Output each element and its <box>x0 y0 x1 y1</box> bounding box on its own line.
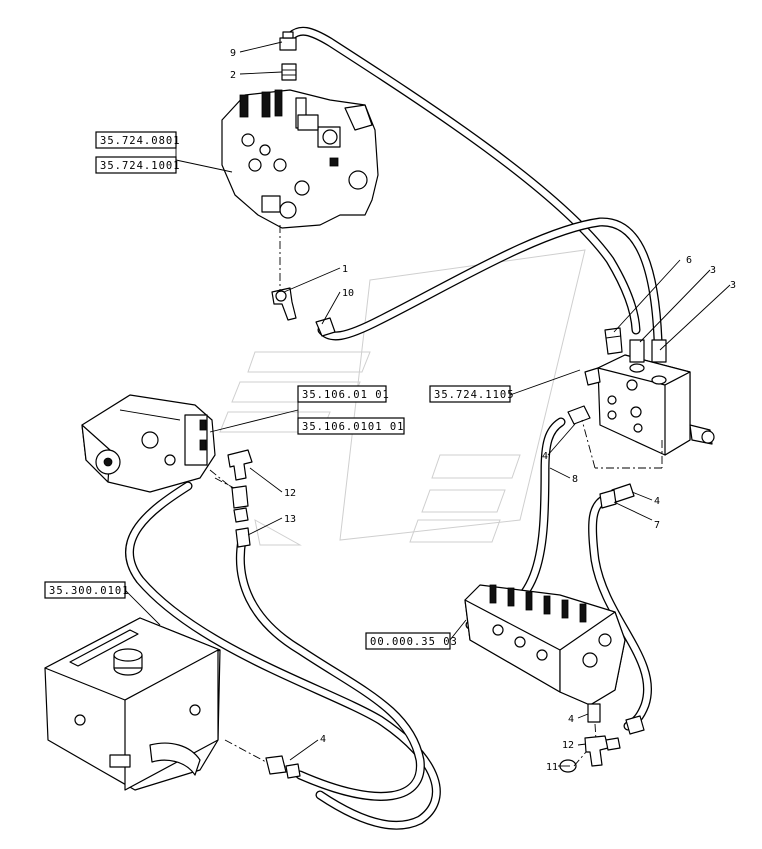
callout-12-top: 12 <box>284 488 296 499</box>
watermark-logo <box>219 249 586 546</box>
fitting-4-upper <box>567 405 591 425</box>
distribution-block <box>584 354 715 456</box>
callout-1: 1 <box>342 264 348 275</box>
hose-top-long <box>286 26 641 335</box>
callout-4-mid: 4 <box>654 496 660 507</box>
hose-10 <box>317 217 663 345</box>
callout-4-upper: 4 <box>542 451 548 462</box>
oil-tank <box>44 617 221 791</box>
fitting-6 <box>604 327 623 355</box>
fitting-4-tank <box>265 755 301 779</box>
fitting-4-valve <box>587 703 601 723</box>
control-valve-top <box>221 89 379 229</box>
hydraulic-pump <box>81 394 216 493</box>
callout-6: 6 <box>686 255 692 266</box>
callout-13: 13 <box>284 514 296 525</box>
callout-4-tank: 4 <box>320 734 326 745</box>
hose-pump-to-tank <box>125 481 441 830</box>
ref-text-35-106-0101-01: 35.106.0101 01 <box>302 421 405 433</box>
callout-9: 9 <box>230 48 236 59</box>
assembly-lines <box>209 225 663 767</box>
ref-box-00-000-35-03: 00.000.35 03 <box>365 632 458 650</box>
tee-fitting-12-bottom <box>584 735 621 767</box>
hose-13 <box>235 535 425 801</box>
fitting-hose-7-end <box>625 715 645 735</box>
ref-box-35-106-0101-01: 35.106.0101 01 <box>297 417 405 435</box>
ref-text-00-000-35-03: 00.000.35 03 <box>370 636 458 648</box>
ref-text-35-724-1001: 35.724.1001 <box>100 160 181 172</box>
tee-fitting-12 <box>227 449 253 481</box>
callout-4-valve: 4 <box>568 714 574 725</box>
callout-2: 2 <box>230 70 236 81</box>
ref-text-35-724-1105: 35.724.1105 <box>434 389 515 401</box>
ref-box-35-300-0101: 35.300.0101 <box>44 581 130 599</box>
fitting-13 <box>231 485 251 548</box>
ref-text-35-300-0101: 35.300.0101 <box>49 585 130 597</box>
ref-text-35-724-0801: 35.724.0801 <box>100 135 181 147</box>
fitting-3-left <box>629 339 645 373</box>
ref-box-35-724-1001: 35.724.1001 <box>95 156 181 174</box>
fitting-2 <box>281 63 297 81</box>
ref-box-35-724-0801: 35.724.0801 <box>95 131 181 149</box>
callout-10: 10 <box>342 288 354 299</box>
ref-text-35-106-01-01: 35.106.01 01 <box>302 389 390 401</box>
main-control-valve <box>464 584 626 706</box>
callout-8: 8 <box>572 474 578 485</box>
ref-box-35-106-01-01: 35.106.01 01 <box>297 385 390 403</box>
leader-lines <box>124 41 731 767</box>
callout-3-right: 3 <box>730 280 736 291</box>
fitting-10 <box>315 317 336 337</box>
callout-3-left: 3 <box>710 265 716 276</box>
fitting-9 <box>279 31 297 51</box>
callout-labels: 9 2 1 10 6 3 3 4 8 4 7 12 13 4 4 12 11 <box>230 48 736 773</box>
elbow-fitting-1 <box>271 287 297 321</box>
ref-box-35-724-1105: 35.724.1105 <box>429 385 515 403</box>
fitting-7 <box>599 489 617 509</box>
fitting-3-right <box>651 339 667 385</box>
callout-11: 11 <box>546 762 558 773</box>
callout-12-bottom: 12 <box>562 740 574 751</box>
callout-7: 7 <box>654 520 660 531</box>
